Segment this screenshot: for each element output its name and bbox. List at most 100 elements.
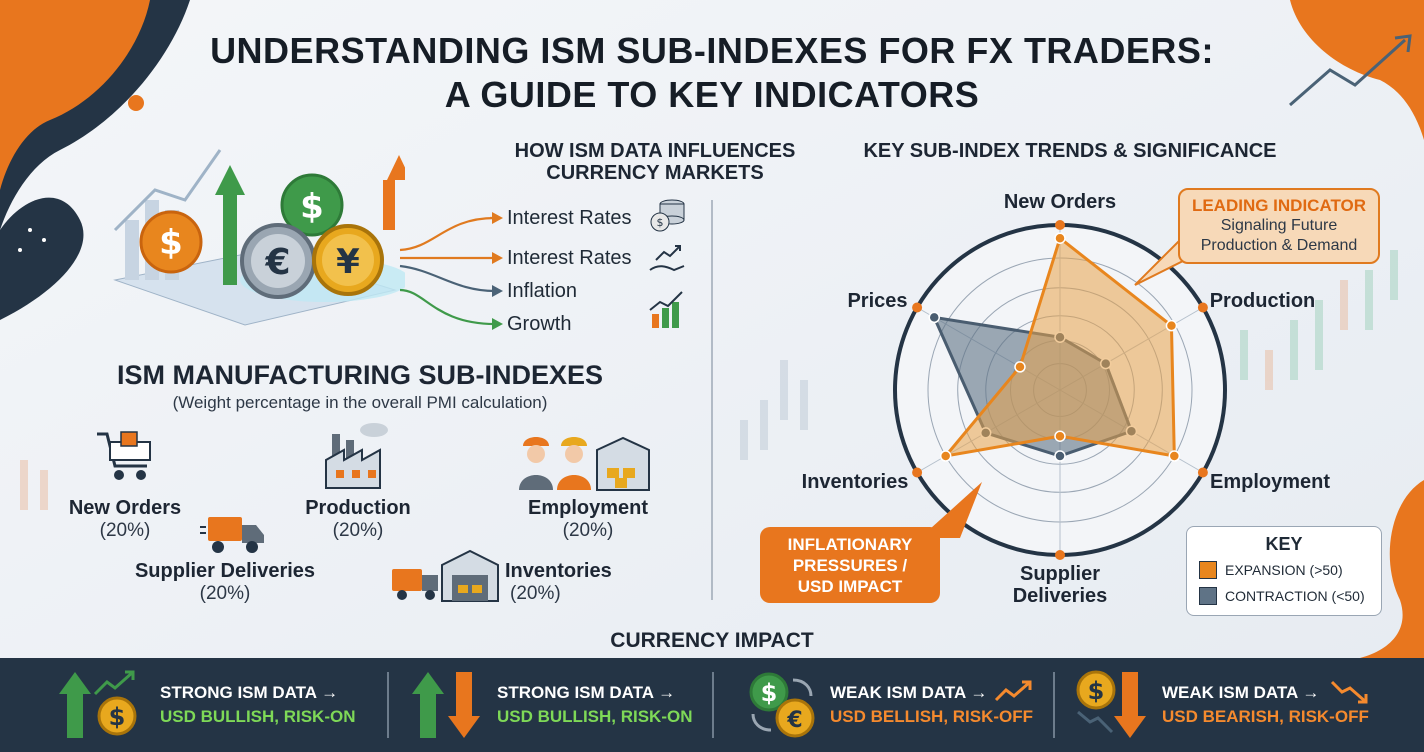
- radar-axis-dot-2: [1197, 467, 1208, 478]
- radar-axis-dot-1: [1197, 302, 1208, 313]
- callout-leading-line1: Signaling Future: [1220, 217, 1338, 234]
- radar-axis-dot-5: [912, 302, 923, 313]
- bar-chart-icon: [649, 291, 683, 328]
- down-arrow-dollar-icon: $: [1076, 670, 1146, 738]
- coins-icon: $: [650, 199, 685, 232]
- euro-coin: €: [240, 223, 316, 299]
- factory-icon: [325, 423, 388, 489]
- manufacturing-subheading: (Weight percentage in the overall PMI ca…: [172, 393, 548, 412]
- legend-swatch-expansion: [1199, 561, 1217, 579]
- legend-label-contraction: CONTRACTION (<50): [1225, 588, 1365, 604]
- radar-axis-label-employment: Employment: [1209, 471, 1331, 493]
- trend-down-icon: [1330, 680, 1368, 704]
- dollar-symbol-1: $: [159, 223, 183, 263]
- radar-chart: [893, 220, 1227, 560]
- dollar-symbol-2: $: [300, 187, 324, 227]
- influence-heading-line1: HOW ISM DATA INFLUENCES: [514, 140, 796, 162]
- bottom-euro-symbol: €: [786, 708, 802, 733]
- legend-title: KEY: [1265, 534, 1303, 554]
- currency-impact-heading: CURRENCY IMPACT: [610, 629, 814, 652]
- callout-leading-title: LEADING INDICATOR: [1191, 196, 1367, 215]
- radar-point-s0-4: [939, 450, 952, 462]
- bottom-dollar-symbol-3: $: [1088, 677, 1105, 705]
- flow-label-inflation: Inflation: [507, 280, 578, 302]
- impact-divider-3: [1053, 672, 1055, 738]
- page-title-line2: A GUIDE TO KEY INDICATORS: [444, 74, 980, 115]
- legend-key: KEY EXPANSION (>50) CONTRACTION (<50): [1186, 526, 1382, 616]
- influence-heading: HOW ISM DATA INFLUENCES CURRENCY MARKETS: [490, 140, 820, 184]
- flow-label-interest-rates-2: Interest Rates: [507, 247, 632, 269]
- sub-index-pct-employment: (20%): [562, 520, 614, 541]
- sub-index-name-employment: Employment: [527, 497, 649, 519]
- sub-index-name-new-orders: New Orders: [68, 497, 182, 519]
- radar-point-s0-0: [1054, 232, 1066, 244]
- impact-item-4-line2: USD BEARISH, RISK-OFF: [1162, 707, 1369, 726]
- radar-axis-label-production: Production: [1209, 290, 1316, 312]
- sub-index-name-production: Production: [305, 497, 411, 519]
- legend-item-expansion: EXPANSION (>50): [1199, 561, 1381, 579]
- sub-index-name-inventories: Inventories: [505, 560, 612, 582]
- sub-index-pct-inventories: (20%): [510, 583, 561, 604]
- sub-index-pct-supplier-deliveries: (20%): [199, 583, 251, 604]
- impact-item-1-line2: USD BULLISH, RISK-ON: [160, 707, 356, 726]
- flow-label-growth: Growth: [507, 313, 572, 335]
- radar-axis-label-supplier-deliveries: Supplier Deliveries: [985, 563, 1135, 607]
- impact-item-2-line1: STRONG ISM DATA →: [497, 683, 676, 702]
- impact-item-4-line1: WEAK ISM DATA →: [1162, 683, 1320, 702]
- impact-item-1: STRONG ISM DATA → USD BULLISH, RISK-ON: [160, 683, 356, 727]
- decor-dot: [128, 95, 144, 111]
- radar-axis-dot-0: [1055, 220, 1065, 230]
- svg-text:$: $: [657, 216, 664, 229]
- radar-axis-label-prices: Prices: [847, 290, 908, 312]
- impact-item-3-line2: USD BELLISH, RISK-OFF: [830, 707, 1034, 726]
- yen-coin: ¥: [312, 224, 384, 296]
- impact-item-2-line2: USD BULLISH, RISK-ON: [497, 707, 693, 726]
- trend-up-icon: [994, 680, 1032, 702]
- callout-pointer-inflation: [920, 482, 982, 538]
- trends-heading: KEY SUB-INDEX TRENDS & SIGNIFICANCE: [863, 140, 1277, 162]
- impact-divider-1: [387, 672, 389, 738]
- callout-leading-line2: Production & Demand: [1200, 237, 1358, 254]
- legend-label-expansion: EXPANSION (>50): [1225, 562, 1343, 578]
- radar-point-s0-2: [1168, 450, 1181, 462]
- legend-item-contraction: CONTRACTION (<50): [1199, 587, 1381, 605]
- shopping-cart-icon: [97, 431, 151, 480]
- manufacturing-heading: ISM MANUFACTURING SUB-INDEXES: [116, 360, 603, 390]
- impact-item-3-line1: WEAK ISM DATA →: [830, 683, 988, 702]
- radar-axis-label-supplier-line2: Deliveries: [1012, 585, 1108, 607]
- flow-label-interest-rates-1: Interest Rates: [507, 207, 632, 229]
- radar-axis-dot-3: [1055, 550, 1065, 560]
- impact-item-2: STRONG ISM DATA → USD BULLISH, RISK-ON: [497, 683, 693, 727]
- sub-index-name-supplier-deliveries: Supplier Deliveries: [134, 560, 316, 582]
- workers-icon: [519, 436, 650, 491]
- radar-axis-dot-4: [912, 467, 923, 478]
- impact-item-4: WEAK ISM DATA → USD BEARISH, RISK-OFF: [1162, 683, 1369, 727]
- yen-symbol: ¥: [336, 242, 360, 282]
- sub-index-pct-production: (20%): [332, 520, 384, 541]
- up-down-arrows-icon: [412, 672, 480, 738]
- bottom-dollar-symbol-1: $: [109, 703, 126, 731]
- radar-point-s1-5: [928, 311, 941, 324]
- radar-axis-label-new-orders: New Orders: [1003, 191, 1117, 213]
- callout-inflation-line1: INFLATIONARY: [787, 535, 913, 554]
- callout-inflation-line3: USD IMPACT: [797, 577, 903, 596]
- impact-divider-2: [712, 672, 714, 738]
- legend-swatch-contraction: [1199, 587, 1217, 605]
- hand-chart-icon: [649, 245, 685, 272]
- radar-series: [928, 232, 1181, 462]
- up-arrow-dollar-icon: $: [59, 670, 137, 738]
- page-title-line1: UNDERSTANDING ISM SUB-INDEXES FOR FX TRA…: [210, 30, 1214, 71]
- radar-axis-label-inventories: Inventories: [801, 471, 909, 493]
- callout-inflation-line2: PRESSURES /: [792, 556, 908, 575]
- truck-icon: [200, 517, 264, 553]
- callout-leading-indicator: LEADING INDICATOR Signaling Future Produ…: [1178, 188, 1380, 264]
- dollar-coin-orange: $: [139, 210, 203, 274]
- sub-index-pct-new-orders: (20%): [99, 520, 151, 541]
- bottom-dollar-symbol-2: $: [761, 679, 778, 707]
- influence-heading-line2: CURRENCY MARKETS: [546, 162, 764, 184]
- radar-point-s0-3: [1054, 430, 1066, 442]
- radar-point-s0-5: [1014, 361, 1026, 373]
- influence-flow-lines: [399, 212, 503, 330]
- impact-item-3: WEAK ISM DATA → USD BELLISH, RISK-OFF: [830, 683, 1033, 727]
- dollar-euro-exchange-icon: $ €: [749, 672, 815, 738]
